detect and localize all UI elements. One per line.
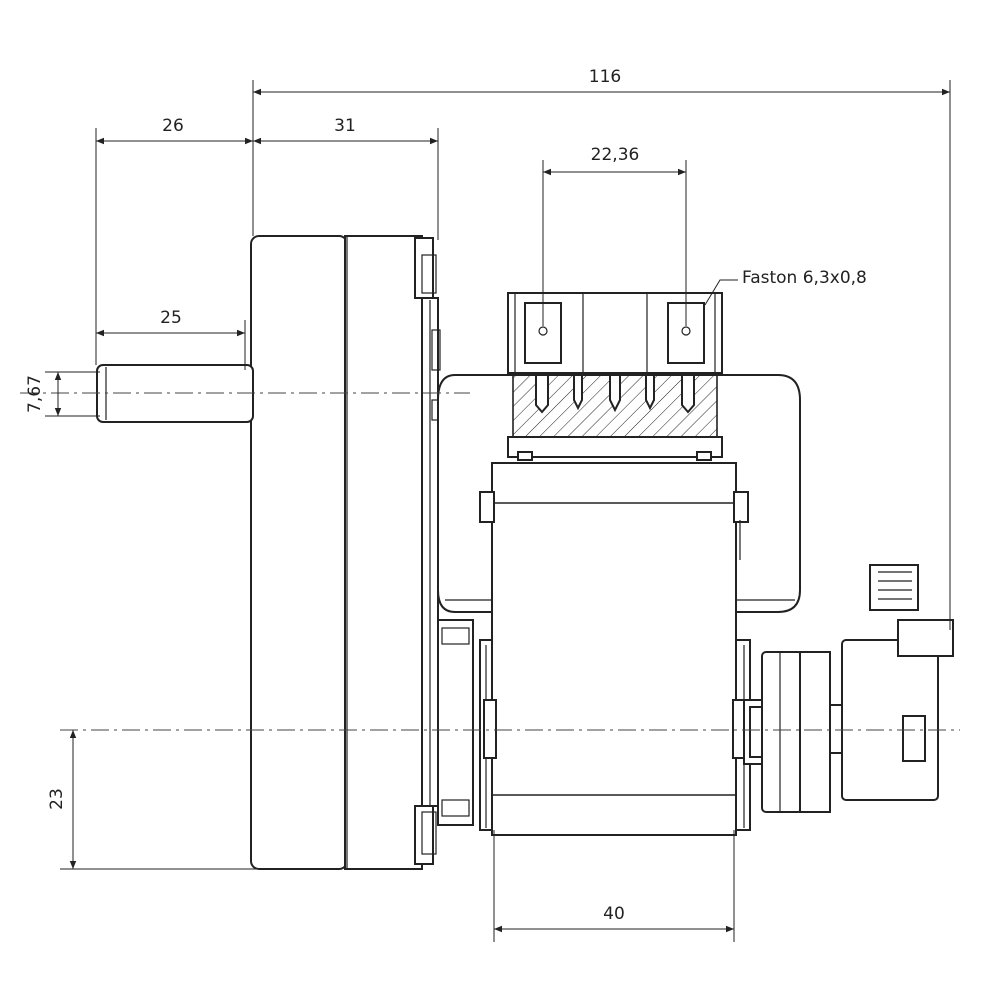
dimension-motor-width: 40 (493, 830, 735, 942)
rear-assembly (743, 564, 954, 813)
dimension-label-23: 23 (47, 788, 67, 810)
dimension-overall-length: 116 (252, 67, 951, 630)
faston-callout: Faston 6,3x0,8 (704, 268, 867, 306)
dimension-label-31: 31 (334, 116, 356, 136)
faston-label: Faston 6,3x0,8 (742, 268, 867, 288)
dimension-label-25: 25 (160, 308, 182, 328)
dimension-shaft-length: 26 (95, 116, 253, 365)
terminal-block (507, 292, 723, 461)
dimension-shaft-projection: 25 (96, 308, 246, 370)
dimension-label-26: 26 (162, 116, 184, 136)
motor-stator (437, 374, 801, 836)
dimension-label-40: 40 (603, 904, 625, 924)
gearbox (250, 235, 474, 870)
dimension-label-116: 116 (589, 67, 621, 87)
dimension-label-7-67: 7,67 (25, 375, 45, 413)
dimension-shaft-diameter: 7,67 (25, 371, 100, 417)
dimension-gearbox-depth: 31 (253, 116, 439, 240)
dimension-faston-spacing: 22,36 (542, 145, 687, 326)
dimension-shaft-axis-height: 23 (47, 730, 258, 870)
dimension-label-22-36: 22,36 (591, 145, 640, 165)
